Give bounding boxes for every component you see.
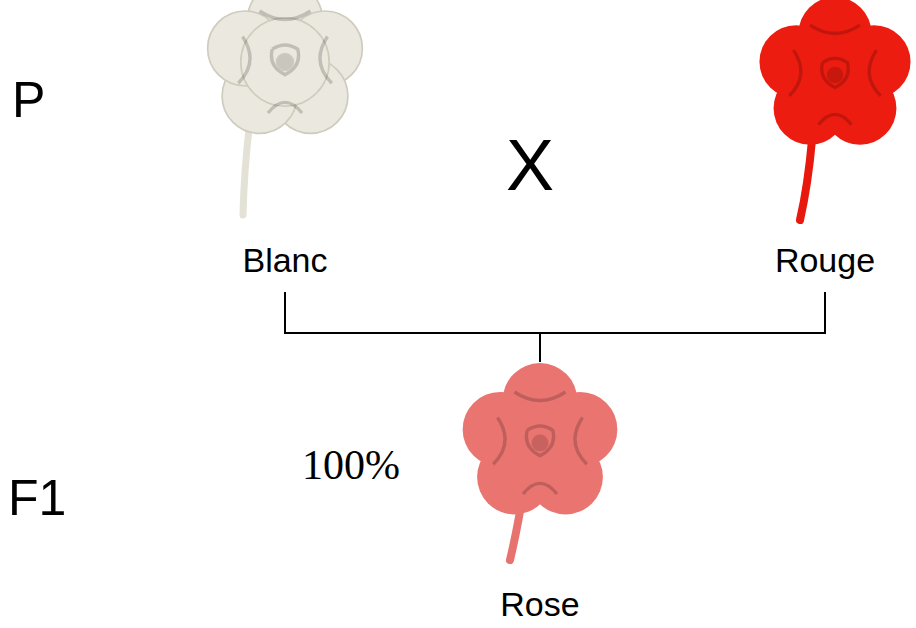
flower-caption: Rouge — [740, 240, 910, 280]
cross-line — [285, 292, 540, 362]
flower-node: Blanc — [195, 0, 375, 292]
stem — [800, 140, 812, 220]
flower-caption: Blanc — [195, 240, 375, 280]
percentage-label: 100% — [302, 441, 400, 489]
red-flower — [759, 0, 910, 145]
generation-label: F1 — [8, 470, 66, 527]
generation-label: X — [506, 124, 554, 207]
white-flower — [208, 0, 363, 133]
flower-node: Rose — [450, 362, 630, 628]
stem — [243, 120, 250, 215]
flower-node: Rouge — [740, 0, 910, 292]
cross-line — [540, 292, 825, 362]
flower-caption: Rose — [450, 584, 630, 624]
pink-flower — [463, 363, 618, 514]
generation-label: P — [12, 72, 45, 129]
